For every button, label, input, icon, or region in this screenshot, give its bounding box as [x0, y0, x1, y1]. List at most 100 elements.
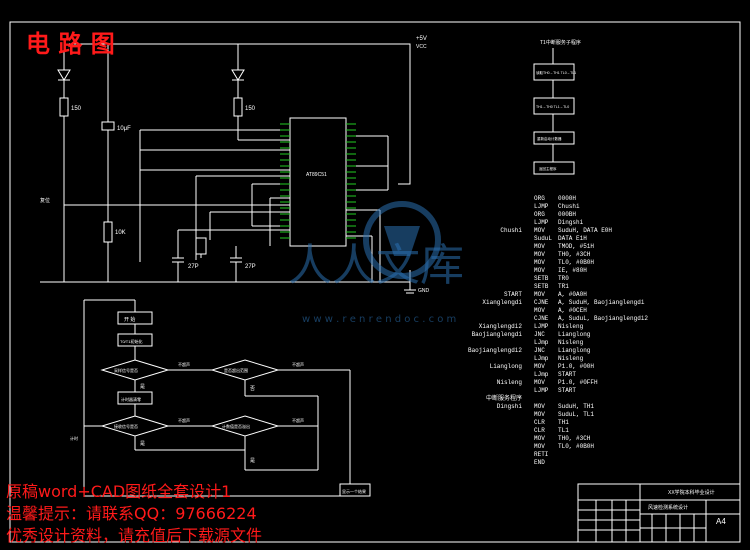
code-args: A, SuduH, Baojianglengdi	[558, 299, 645, 306]
titleblock-size: A4	[716, 517, 726, 526]
code-op: SETB	[534, 283, 549, 290]
flow-yes-2: 否	[250, 386, 255, 392]
code-label: 中断服务程序	[486, 394, 522, 402]
code-op: MOV	[534, 243, 545, 250]
code-args: TH1	[558, 419, 569, 426]
code-args: Dingshi	[558, 219, 584, 226]
code-op: MOV	[534, 443, 545, 450]
flow-output-box: 显示一个结果	[342, 488, 366, 494]
code-args: START	[558, 371, 576, 378]
flow-step-2: 计时器清零	[121, 396, 141, 402]
code-op: MOV	[534, 411, 545, 418]
code-op: LJMP	[534, 387, 549, 394]
code-op: CJNE	[534, 299, 549, 306]
code-args: DATA E1H	[558, 235, 587, 242]
flow-no-1: 不超声	[178, 361, 190, 367]
code-op: LJmp	[534, 339, 549, 346]
code-args: 0000H	[558, 195, 576, 202]
flow-decision-1: 采样信号是否	[114, 367, 138, 373]
interrupt-box-2: TH1→TH0 TL1→TL0	[536, 105, 569, 109]
code-op: MOV	[534, 435, 545, 442]
flow-decision-3: 接收信号是否	[114, 423, 138, 429]
code-label: Xianglengdi2	[479, 323, 523, 330]
main-flowchart	[83, 299, 371, 497]
code-op: LJmp	[534, 355, 549, 362]
vcc-label: +5V	[416, 36, 427, 42]
code-op: SETB	[534, 275, 549, 282]
interrupt-flowchart	[533, 48, 575, 175]
code-args: IE, #80H	[558, 267, 587, 274]
code-label: Baojianglengdi	[472, 331, 523, 338]
code-args: A, SuduL, Baojianglengdi2	[558, 315, 648, 322]
flow-init-box: T0/T1初始化	[120, 338, 142, 344]
code-op: RETI	[534, 451, 548, 458]
cap-27p-2-label: 27P	[245, 264, 256, 270]
flow-no-2: 不超声	[292, 361, 304, 367]
resistor-10k-label: 10K	[115, 230, 126, 236]
code-args: Lianglong	[558, 347, 591, 354]
code-args: Lianglong	[558, 331, 591, 338]
mcu-chip	[289, 117, 347, 247]
code-op: LJMP	[534, 203, 549, 210]
watermark-url: w w w . r e n r e n d o c . c o m	[302, 314, 456, 325]
interrupt-box-1: 读取TH0→TH1 TL0→TL1	[536, 70, 576, 75]
titleblock-school: XX学院本科毕业设计	[668, 489, 715, 496]
code-label: START	[504, 291, 522, 298]
code-args: TH0, #3CH	[558, 435, 591, 442]
flow-decision-2: 是否超出范围	[224, 367, 248, 373]
code-args: SuduH, DATA E0H	[558, 227, 612, 234]
code-args: Nisleng	[558, 355, 584, 362]
code-op: CLR	[534, 427, 545, 434]
code-op: MOV	[534, 291, 545, 298]
watermark-text: 人人文库	[288, 240, 464, 291]
code-label: Dingshi	[497, 403, 523, 410]
flow-no-4: 不超声	[292, 417, 304, 423]
flow-yes-1: 是	[140, 384, 145, 390]
code-args: START	[558, 387, 576, 394]
chip-pin-ticks	[280, 123, 356, 239]
drawing-frame	[9, 21, 741, 543]
code-label: Xianglengdi	[482, 299, 522, 306]
code-args: 000BH	[558, 211, 576, 218]
vcc-sub-label: VCC	[416, 44, 427, 50]
code-op: LJMP	[534, 323, 549, 330]
code-op: ORG	[534, 195, 545, 202]
overlay-line-2: 温馨提示：请联系QQ：97666224	[6, 504, 257, 523]
code-op: MOV	[534, 267, 545, 274]
gnd-label: GND	[418, 288, 430, 294]
code-op: MOV	[534, 379, 545, 386]
flow-yes-4: 是	[250, 458, 255, 464]
code-op: END	[534, 459, 545, 466]
code-args: TR1	[558, 283, 569, 290]
resistor-2-label: 150	[245, 106, 256, 112]
code-args: SuduL, TL1	[558, 411, 594, 418]
code-args: Nisleng	[558, 323, 584, 330]
code-op: LJmp	[534, 371, 549, 378]
watermark-logo	[363, 201, 441, 279]
code-op: SuduL	[534, 235, 552, 242]
overlay-line-3: 优秀设计资料，请充值后下载源文件	[6, 526, 263, 545]
cap-10uf-label: 10μF	[117, 126, 131, 132]
code-args: SuduH, TH1	[558, 403, 594, 410]
reset-label: 复位	[40, 197, 50, 204]
code-op: CJNE	[534, 315, 549, 322]
code-args: A, #0CEH	[558, 307, 587, 314]
cap-27p-1-label: 27P	[188, 264, 199, 270]
code-label: Chushi	[500, 227, 522, 234]
code-op: MOV	[534, 251, 545, 258]
code-op: ORG	[534, 211, 545, 218]
code-args: TL0, #0B0H	[558, 259, 594, 266]
code-op: LJMP	[534, 219, 549, 226]
page-title: 电 路 图	[26, 30, 115, 58]
chip-name-label: AT89C51	[306, 172, 327, 178]
code-op: MOV	[534, 307, 545, 314]
flow-no-3: 不超声	[178, 417, 190, 423]
code-args: A, #0A0H	[558, 291, 587, 298]
code-args: Chushi	[558, 203, 580, 210]
code-label: Baojianglengdi2	[468, 347, 522, 354]
code-args: P1.0, #0FFH	[558, 379, 598, 386]
flow-decision-4: 计数值是否溢出	[222, 423, 250, 429]
interrupt-title: T1中断服务子程序	[540, 39, 581, 46]
